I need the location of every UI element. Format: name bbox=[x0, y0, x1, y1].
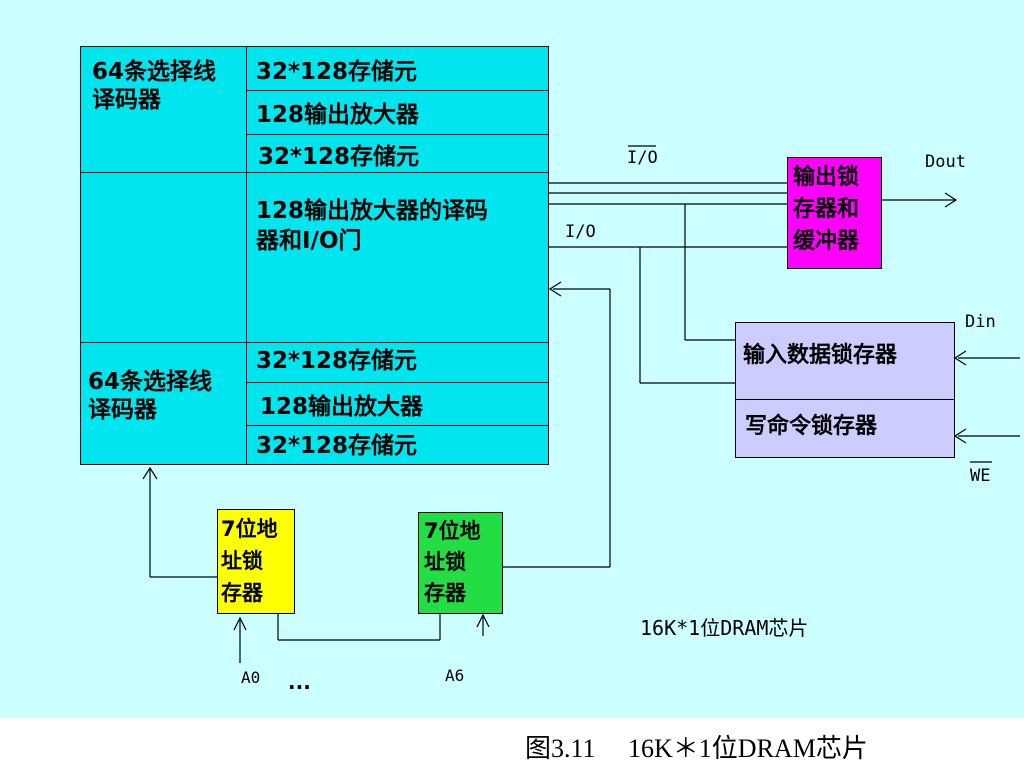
we-label: WE bbox=[970, 466, 991, 486]
a0-label: A0 bbox=[241, 668, 261, 687]
top-cell-1-cell bbox=[246, 46, 549, 91]
figure-caption: 图3.11 16K＊1位DRAM芯片 bbox=[525, 734, 868, 763]
din-label: Din bbox=[965, 312, 996, 332]
bottom-storage-cell-1: 32*128存储元 bbox=[256, 348, 418, 374]
output-latch-label: 输出锁 存器和 缓冲器 bbox=[793, 165, 860, 254]
bottom-section bbox=[80, 342, 549, 465]
diagram-canvas: 64条选择线 译码器 32*128存储元 128输出放大器 32*128存储元 … bbox=[80, 46, 1020, 694]
bottom-storage-cell-2: 32*128存储元 bbox=[256, 433, 418, 459]
dout-label: Dout bbox=[925, 152, 966, 172]
bottom-cell-1-cell bbox=[246, 342, 549, 383]
a6-label: A6 bbox=[445, 666, 465, 685]
top-section bbox=[80, 46, 549, 173]
middle-io-decoder: 128输出放大器的译码 器和I/O门 bbox=[256, 198, 489, 254]
column-address-latch bbox=[418, 512, 503, 614]
bottom-row-decoder: 64条选择线 译码器 bbox=[88, 369, 213, 423]
input-latch-group bbox=[735, 322, 955, 458]
memory-array bbox=[80, 46, 549, 465]
top-storage-cell-2: 32*128存储元 bbox=[258, 144, 420, 170]
row-address-latch-label: 7位地 址锁 存器 bbox=[221, 517, 278, 605]
column-address-latch-label: 7位地 址锁 存器 bbox=[424, 519, 481, 605]
top-output-amp: 128输出放大器 bbox=[256, 102, 420, 128]
bottom-amp-cell bbox=[246, 382, 549, 426]
input-latch-divider bbox=[735, 399, 955, 400]
top-row-decoder: 64条选择线 译码器 bbox=[92, 59, 217, 113]
write-command-latch: 写命令锁存器 bbox=[745, 414, 878, 439]
top-storage-cell-1: 32*128存储元 bbox=[256, 59, 418, 85]
ellipsis-label: ... bbox=[288, 670, 311, 694]
row-address-latch bbox=[217, 509, 295, 614]
bottom-output-amp: 128输出放大器 bbox=[260, 394, 424, 420]
output-latch-buffer bbox=[787, 157, 882, 269]
caption-bar: 图3.11 16K＊1位DRAM芯片 bbox=[0, 718, 1024, 768]
top-amp-cell bbox=[246, 90, 549, 135]
chip-title: 16K*1位DRAM芯片 bbox=[640, 616, 809, 640]
decoder-column-divider bbox=[246, 46, 247, 465]
io-bar-label: I/O bbox=[627, 148, 658, 168]
connection-lines bbox=[142, 145, 1020, 663]
input-data-latch: 输入数据锁存器 bbox=[743, 343, 898, 368]
io-label: I/O bbox=[565, 222, 596, 242]
